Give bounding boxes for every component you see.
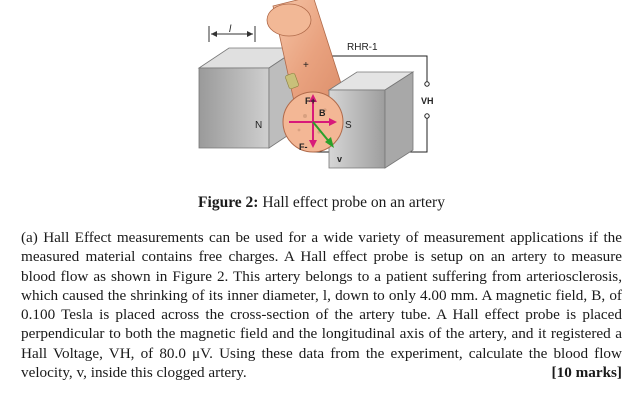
south-label: S xyxy=(345,120,352,131)
hall-voltage-label: VH xyxy=(421,96,434,106)
hall-effect-figure: l RHR-1 VH N + S xyxy=(197,0,434,169)
rhr-label: RHR-1 xyxy=(347,42,378,53)
plus-label: + xyxy=(303,60,309,71)
north-magnet xyxy=(197,47,301,149)
north-label: N xyxy=(255,120,262,131)
length-indicator xyxy=(208,26,256,42)
force-minus-label: F- xyxy=(299,142,308,152)
caption-text: Hall effect probe on an artery xyxy=(258,194,445,211)
question-block: (a) Hall Effect measurements can be used… xyxy=(21,228,622,382)
magnetic-field-label: B xyxy=(319,108,326,118)
question-paragraph: (a) Hall Effect measurements can be used… xyxy=(21,228,622,382)
force-arrows xyxy=(289,94,337,148)
marks-label: [10 marks] xyxy=(551,364,622,382)
force-plus-label: F+ xyxy=(305,96,316,106)
question-text: (a) Hall Effect measurements can be used… xyxy=(21,229,622,382)
length-label: l xyxy=(229,24,232,35)
south-magnet xyxy=(327,71,415,169)
velocity-label: v xyxy=(337,154,342,164)
caption-prefix: Figure 2: xyxy=(198,194,259,211)
figure-caption: Figure 2: Hall effect probe on an artery xyxy=(0,194,643,212)
